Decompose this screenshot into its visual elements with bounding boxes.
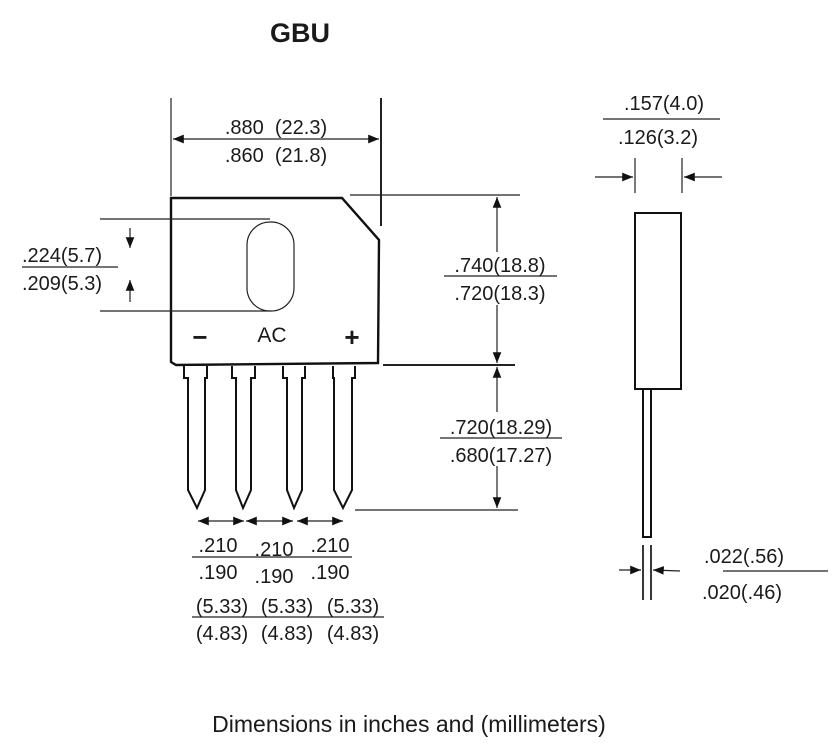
width-max: .880 (22.3)	[225, 117, 327, 139]
pitch-2-mm-max: (5.33)	[261, 596, 313, 618]
lead-thickness-max: .022(.56)	[704, 546, 784, 568]
pitch-1-mm-max: (5.33)	[196, 596, 248, 618]
pitch-2-mm-min: (4.83)	[261, 623, 313, 645]
lead-length-max: .720(18.29)	[450, 417, 552, 439]
width-min: .860 (21.8)	[225, 145, 327, 167]
thickness-min: .126(3.2)	[618, 127, 698, 149]
pitch-2-in-min: .190	[255, 566, 294, 588]
title: GBU	[270, 18, 330, 48]
hole-max: .224(5.7)	[22, 245, 102, 267]
leads	[183, 366, 356, 511]
caption: Dimensions in inches and (millimeters)	[212, 711, 606, 737]
thickness-max: .157(4.0)	[624, 93, 704, 115]
lead-length-min: .680(17.27)	[450, 445, 552, 467]
pitch-1-in-min: .190	[199, 562, 238, 584]
plus-label: +	[344, 322, 359, 352]
width-dimension	[170, 98, 382, 226]
pitch-2-in-max: .210	[255, 539, 294, 561]
height-dimension	[350, 194, 562, 511]
package-side-view	[595, 118, 828, 600]
minus-label: −	[192, 322, 207, 352]
pitch-1-mm-min: (4.83)	[196, 623, 248, 645]
hole-dimension	[22, 218, 270, 312]
pitch-dimension	[192, 516, 384, 618]
hole-min: .209(5.3)	[22, 273, 102, 295]
body-height-min: .720(18.3)	[454, 283, 545, 305]
pitch-3-mm-max: (5.33)	[327, 596, 379, 618]
pitch-3-mm-min: (4.83)	[327, 623, 379, 645]
ac-label: AC	[257, 324, 286, 347]
pitch-3-in-min: .190	[311, 562, 350, 584]
body-height-max: .740(18.8)	[454, 255, 545, 277]
lead-thickness-min: .020(.46)	[702, 582, 782, 604]
pitch-3-in-max: .210	[311, 535, 350, 557]
package-front-view	[169, 196, 381, 511]
pitch-1-in-max: .210	[199, 535, 238, 557]
